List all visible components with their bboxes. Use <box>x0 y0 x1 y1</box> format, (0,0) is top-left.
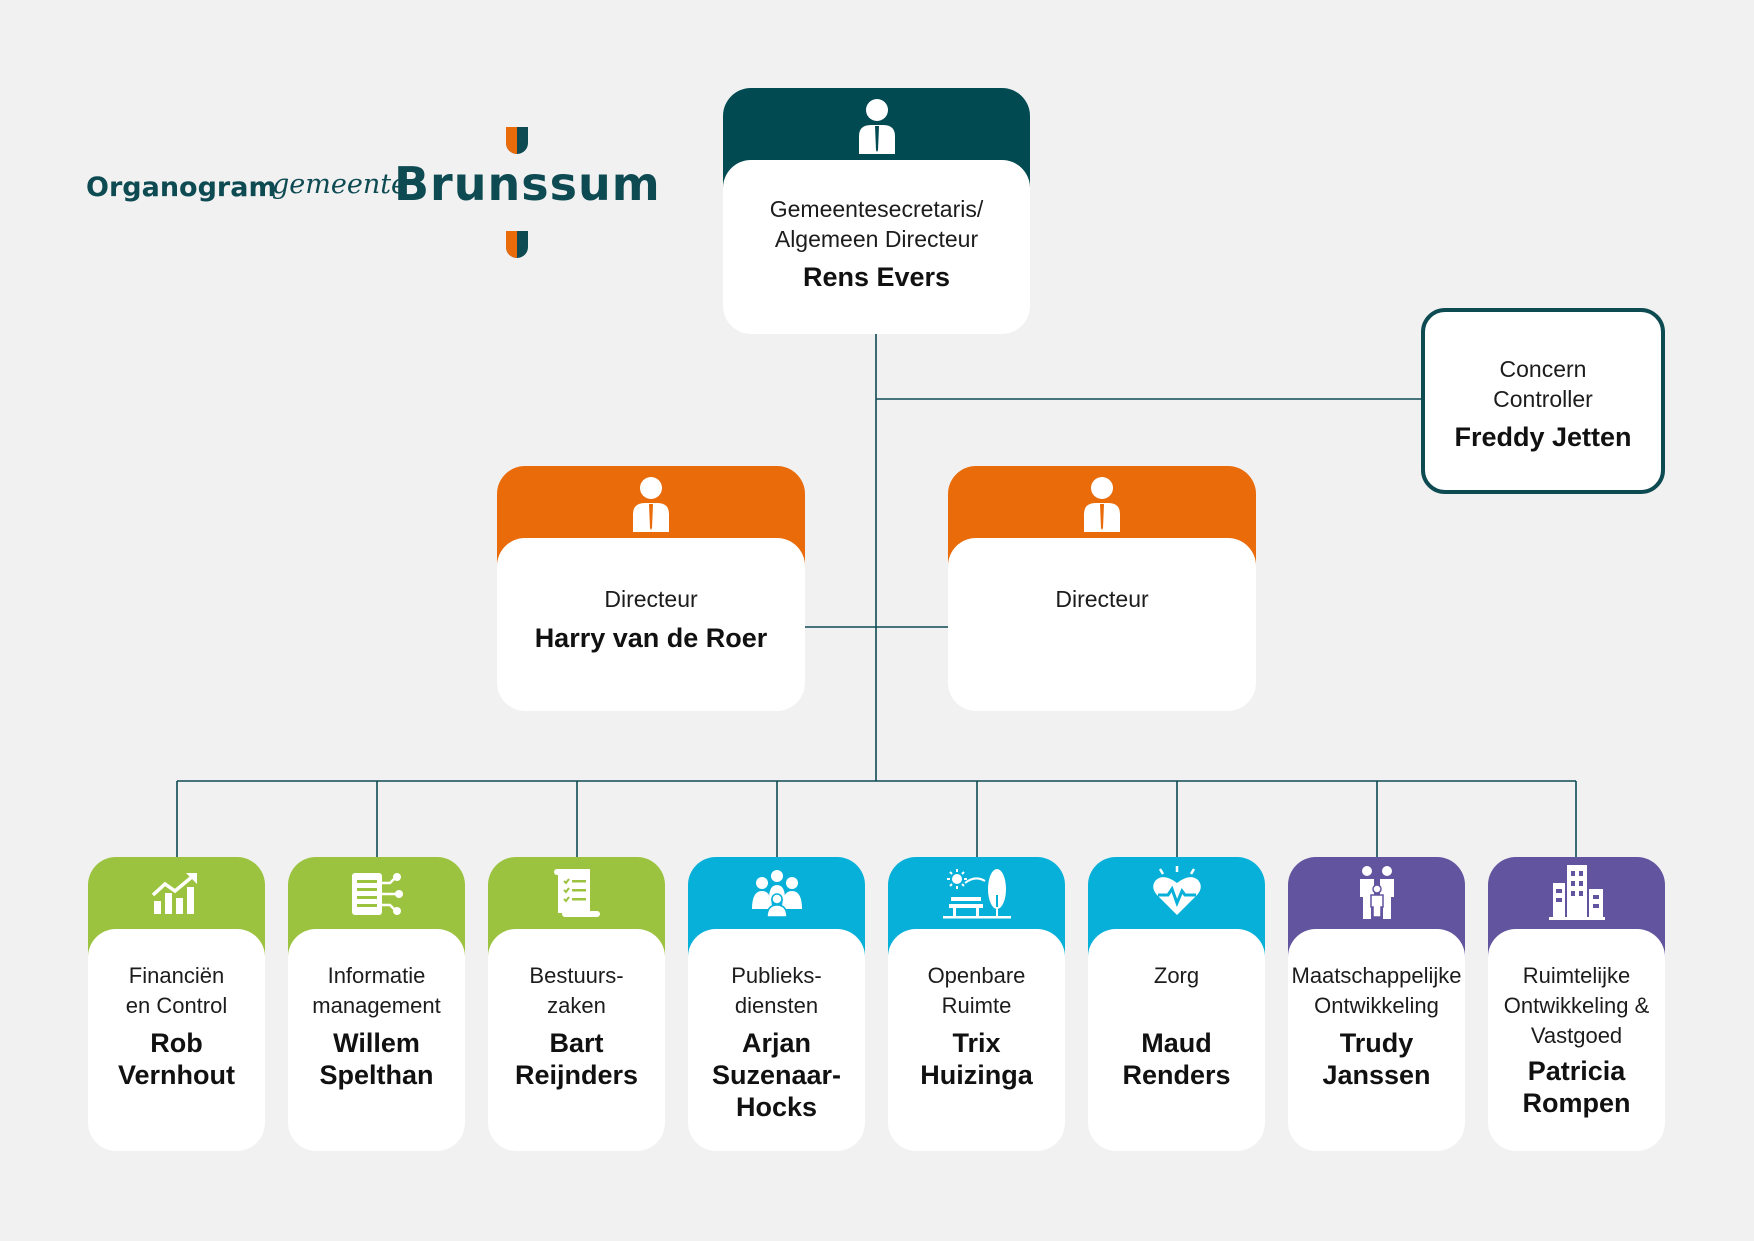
card-body: Directeur <box>948 538 1256 711</box>
name-line-1: Trix <box>952 1028 1001 1058</box>
name-line-2: Huizinga <box>920 1060 1033 1090</box>
name-line-2: Reijnders <box>514 1060 639 1090</box>
role: Directeur <box>604 586 698 612</box>
role-line-1: Maatschappelijke <box>1291 963 1462 988</box>
card-department-bestuurszaken: Bestuurs- zaken Bart Reijnders <box>488 857 665 1151</box>
name-line-1: Bart <box>549 1028 604 1058</box>
card-body: Ruimtelijke Ontwikkeling & Vastgoed Patr… <box>1488 929 1665 1151</box>
role-line-1: Publieks- <box>731 963 822 988</box>
role-line-2: Ruimte <box>941 993 1012 1018</box>
role-line-2: Ontwikkeling <box>1314 993 1439 1018</box>
name-line-2: Spelthan <box>319 1060 434 1090</box>
organogram-title: Organogram <box>86 172 277 203</box>
role-line-2: Ontwikkeling & <box>1503 993 1650 1018</box>
name-line-1: Patricia <box>1527 1056 1626 1086</box>
card-body: Directeur Harry van de Roer <box>497 538 805 711</box>
person-name: Rens Evers <box>802 262 951 292</box>
card-department-maatschappelijke-ontwikkeling: Maatschappelijke Ontwikkeling Trudy Jans… <box>1288 857 1465 1151</box>
person-name: Harry van de Roer <box>534 623 768 653</box>
organogram-logo: Organogram gemeente Brunssum <box>86 125 660 260</box>
name-line-1: Arjan <box>741 1028 812 1058</box>
name-line-2: Janssen <box>1322 1060 1431 1090</box>
person-name: Freddy Jetten <box>1454 422 1632 452</box>
role-line-1: Concern <box>1499 356 1587 382</box>
parent-child-icon <box>1359 866 1394 919</box>
card-body: Publieks- diensten Arjan Suzenaar- Hocks <box>688 929 865 1151</box>
card-body: Zorg Maud Renders <box>1088 929 1265 1151</box>
heart-pulse-icon <box>1152 866 1201 915</box>
role-spacer <box>1088 991 1265 1021</box>
logo-prefix: gemeente <box>272 169 408 200</box>
shield-top-icon <box>506 127 528 154</box>
data-network-icon <box>351 873 403 915</box>
growth-chart-icon <box>151 873 197 914</box>
card-department-financien: Financiën en Control Rob Vernhout <box>88 857 265 1151</box>
role-line-1: Gemeentesecretaris/ <box>769 196 984 222</box>
document-checklist-icon <box>553 869 600 917</box>
card-top-director: Gemeentesecretaris/ Algemeen Directeur R… <box>723 88 1030 334</box>
name-line-1: Trudy <box>1339 1028 1414 1058</box>
role-line-1: Zorg <box>1153 963 1200 988</box>
role-line-2: management <box>312 993 441 1018</box>
card-director-2: Directeur <box>948 466 1256 711</box>
person-icon <box>1084 477 1120 532</box>
person-icon <box>633 477 669 532</box>
card-body: Maatschappelijke Ontwikkeling Trudy Jans… <box>1288 929 1465 1151</box>
card-department-publieksdiensten: Publieks- diensten Arjan Suzenaar- Hocks <box>688 857 865 1151</box>
card-body: Openbare Ruimte Trix Huizinga <box>888 929 1065 1151</box>
role-line-1: Financiën <box>128 963 225 988</box>
name-line-3: Hocks <box>735 1092 818 1122</box>
role-line-3: Vastgoed <box>1530 1023 1623 1048</box>
role-line-1: Bestuurs- <box>529 963 624 988</box>
person-icon <box>858 99 895 154</box>
name-line-1: Willem <box>333 1028 420 1058</box>
name-line-2: Suzenaar- <box>711 1060 842 1090</box>
role-line-2: diensten <box>734 993 819 1018</box>
card-director-1: Directeur Harry van de Roer <box>497 466 805 711</box>
role: Directeur <box>1055 586 1149 612</box>
card-body: Bestuurs- zaken Bart Reijnders <box>488 929 665 1151</box>
card-department-ruimtelijke-ontwikkeling: Ruimtelijke Ontwikkeling & Vastgoed Patr… <box>1488 857 1665 1151</box>
buildings-icon <box>1548 865 1605 920</box>
name-line-1: Maud <box>1141 1028 1212 1058</box>
role-line-2: Algemeen Directeur <box>774 226 979 252</box>
card-department-zorg: Zorg Maud Renders <box>1088 857 1265 1151</box>
name-line-1: Rob <box>150 1028 203 1058</box>
park-bench-icon <box>942 869 1011 919</box>
role-line-2: en Control <box>125 993 228 1018</box>
card-body: Financiën en Control Rob Vernhout <box>88 929 265 1151</box>
card-concern-controller: Concern Controller Freddy Jetten <box>1421 308 1665 494</box>
card-department-informatie-management: Informatie management Willem Spelthan <box>288 857 465 1151</box>
people-group-icon <box>751 870 802 918</box>
role-line-1: Openbare <box>927 963 1026 988</box>
card-body: Informatie management Willem Spelthan <box>288 929 465 1151</box>
role-line-1: Informatie <box>327 963 426 988</box>
name-line-2: Vernhout <box>117 1060 235 1090</box>
role-line-2: zaken <box>547 993 606 1018</box>
logo-name: Brunssum <box>394 157 661 211</box>
shield-bottom-icon <box>506 231 528 258</box>
name-line-2: Renders <box>1122 1060 1231 1090</box>
card-department-openbare-ruimte: Openbare Ruimte Trix Huizinga <box>888 857 1065 1151</box>
role-line-2: Controller <box>1493 386 1593 412</box>
role-line-1: Ruimtelijke <box>1522 963 1631 988</box>
name-line-2: Rompen <box>1522 1088 1631 1118</box>
card-body: Gemeentesecretaris/ Algemeen Directeur R… <box>723 160 1030 334</box>
